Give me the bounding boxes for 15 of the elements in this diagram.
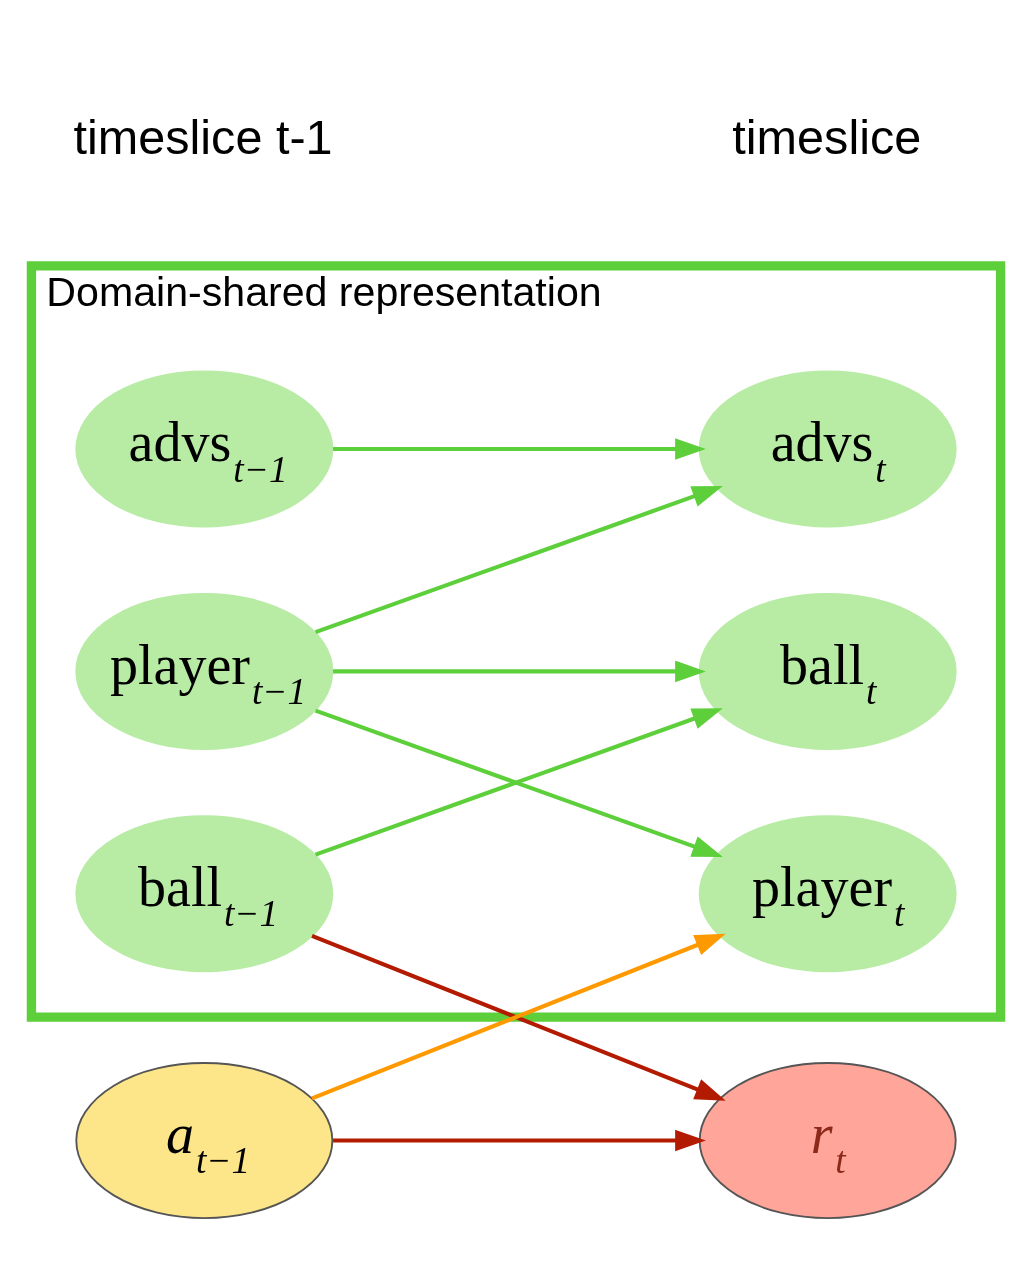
node-ellipse: a$_{t−1}$ xyxy=(74,1062,333,1220)
node-ellipse: ball$_{t−1}$ xyxy=(74,815,333,973)
arrow xyxy=(332,438,706,460)
node-ellipse: player$_{t}$ xyxy=(698,815,957,973)
arrow xyxy=(314,708,723,857)
node-ellipse: player$_{t−1}$ xyxy=(74,592,333,750)
node-ellipse: advs$_{t}$ xyxy=(698,370,957,528)
node-ellipse: r$_{t}$ xyxy=(698,1062,957,1220)
label: timeslice xyxy=(731,110,921,165)
node-ellipse: ball$_{t}$ xyxy=(698,592,957,750)
arrow xyxy=(314,485,723,635)
arrow xyxy=(332,660,706,683)
label: timeslice t-1 xyxy=(72,110,333,165)
node-ellipse: advs$_{t−1}$ xyxy=(74,370,333,528)
arrow xyxy=(332,1129,706,1152)
